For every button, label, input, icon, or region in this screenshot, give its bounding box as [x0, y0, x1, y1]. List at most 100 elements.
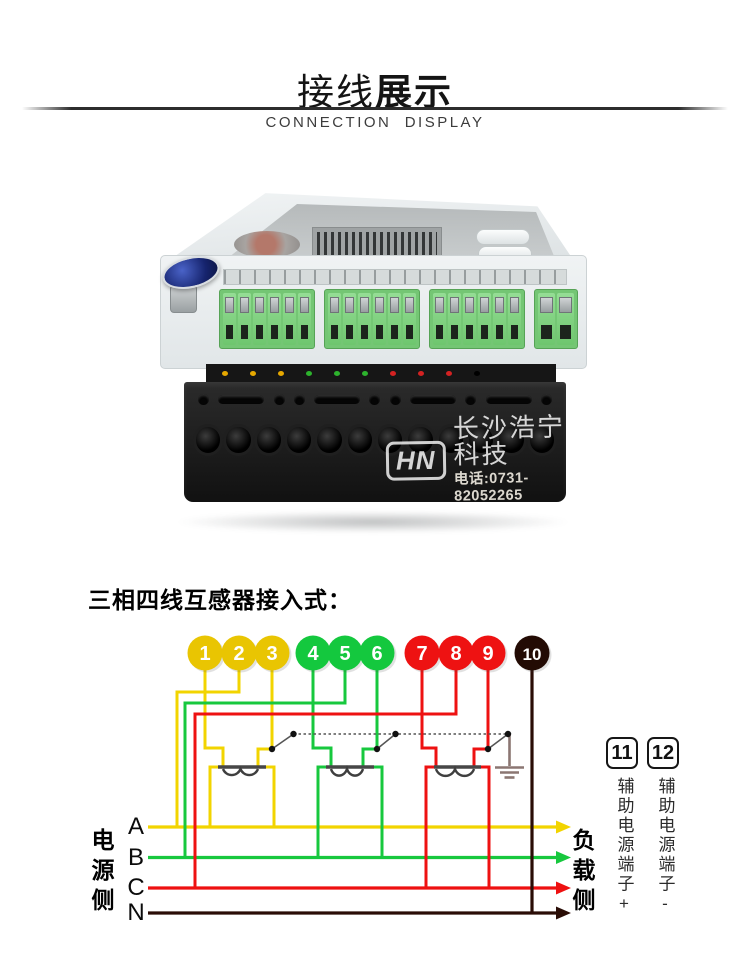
- aux-terminal-box-11: 11: [606, 737, 638, 769]
- green-terminal: [373, 293, 386, 345]
- page-subtitle: CONNECTION DISPLAY: [265, 114, 485, 131]
- phase-letter-C: C: [127, 874, 145, 901]
- terminal-circle-10: [514, 635, 550, 671]
- junction-dots: [268, 730, 512, 753]
- ground-symbol: [495, 734, 524, 779]
- aux-terminal-box-12: 12: [647, 737, 679, 769]
- slot: [218, 395, 265, 404]
- terminal-circle-4: [295, 635, 331, 671]
- page-title-part2: 展示: [375, 72, 453, 113]
- screw-hole-row: [193, 424, 557, 456]
- small-hole: [465, 394, 477, 405]
- terminal-group: [219, 289, 315, 349]
- green-terminal: [493, 293, 506, 345]
- green-terminal: [283, 293, 296, 345]
- terminal-circle-9: [470, 635, 506, 671]
- watermark: HN 长沙浩宁科技 电话:0731-82052265: [385, 411, 591, 506]
- green-terminal: [463, 293, 476, 345]
- page-title-part1: 接线: [297, 72, 375, 113]
- phase-letter-N: N: [127, 899, 145, 926]
- terminal-number: 3: [266, 643, 277, 665]
- slot: [410, 395, 457, 404]
- green-terminal: [538, 293, 555, 345]
- led-green-icon: [334, 371, 340, 376]
- aux-terminal-group: [534, 289, 578, 349]
- green-terminal: [508, 293, 521, 345]
- load-side-label: 负载侧: [569, 828, 595, 918]
- green-terminal: [448, 293, 461, 345]
- screw-icon: [569, 372, 580, 383]
- meter-button: [476, 229, 530, 245]
- green-terminal: [268, 293, 281, 345]
- page-title: 接线展示: [0, 62, 750, 116]
- seal-area: [234, 231, 300, 258]
- earth-links: [271, 733, 509, 750]
- terminal-label-strip: [223, 269, 567, 285]
- phase-bus-lines: [148, 825, 557, 915]
- screw-hole: [344, 424, 375, 456]
- screw-hole: [435, 424, 466, 456]
- phase-letter-B: B: [127, 843, 144, 871]
- meter-front-face: [160, 255, 587, 369]
- terminal-circle-5: [327, 635, 363, 671]
- led-green-icon: [362, 371, 368, 376]
- phase-b-wires: [183, 670, 384, 858]
- meter-photo: HN 长沙浩宁科技 电话:0731-82052265: [159, 183, 591, 548]
- arrow-n: [556, 906, 571, 920]
- terminal-number: 9: [482, 643, 493, 665]
- terminal-number: 1: [199, 643, 210, 665]
- arrow-c: [556, 881, 571, 895]
- terminal-number: 10: [523, 645, 542, 664]
- ct-windings: [221, 764, 476, 778]
- arrow-a: [556, 820, 571, 834]
- small-hole: [273, 394, 285, 405]
- small-hole: [389, 394, 401, 405]
- photo-shadow: [174, 511, 572, 533]
- arrow-b: [556, 851, 571, 864]
- terminal-circle-8: [438, 635, 474, 671]
- source-side-label: 电源侧: [88, 828, 114, 918]
- terminal-number: 4: [307, 643, 319, 665]
- terminal-circle-1: [187, 635, 223, 671]
- screw-hole: [193, 424, 224, 456]
- phase-a-wires: [175, 670, 276, 827]
- green-terminal: [223, 293, 236, 345]
- screw-hole: [405, 424, 436, 456]
- screw-hole: [223, 424, 254, 456]
- small-hole: [540, 394, 552, 405]
- green-terminal: [328, 293, 341, 345]
- slot: [485, 395, 532, 404]
- led-yellow-icon: [250, 371, 256, 376]
- slot: [314, 395, 361, 404]
- green-terminal: [478, 293, 491, 345]
- small-hole: [293, 394, 305, 405]
- screw-hole: [465, 424, 497, 456]
- aux-terminal-caption-12: 辅助电源端子-: [655, 777, 675, 916]
- lower-terminal-block: [184, 382, 566, 502]
- led-indicator-strip: [206, 364, 556, 383]
- screw-hole: [314, 424, 345, 456]
- terminal-circle-7: [404, 635, 440, 671]
- green-terminal: [433, 293, 446, 345]
- watermark-company: 长沙浩宁科技: [452, 411, 566, 470]
- terminal-number: 7: [416, 643, 427, 665]
- screw-hole: [496, 424, 527, 456]
- seal-bracket: [170, 285, 197, 313]
- screw-hole: [526, 424, 557, 456]
- terminal-circle-2: [221, 635, 257, 671]
- led-yellow-icon: [222, 371, 228, 376]
- aux-terminal-caption-11: 辅助电源端子+: [614, 777, 634, 916]
- section-heading: 三相四线互感器接入式：: [88, 587, 352, 613]
- terminal-number: 2: [233, 643, 244, 665]
- led-red-icon: [446, 371, 452, 376]
- led-yellow-icon: [278, 371, 284, 376]
- terminal-blocks: [219, 289, 578, 349]
- led-green-icon: [306, 371, 312, 376]
- green-terminal: [343, 293, 356, 345]
- title-divider-line: [22, 107, 728, 110]
- phase-letter-A: A: [127, 813, 144, 840]
- terminal-number: 5: [339, 643, 350, 665]
